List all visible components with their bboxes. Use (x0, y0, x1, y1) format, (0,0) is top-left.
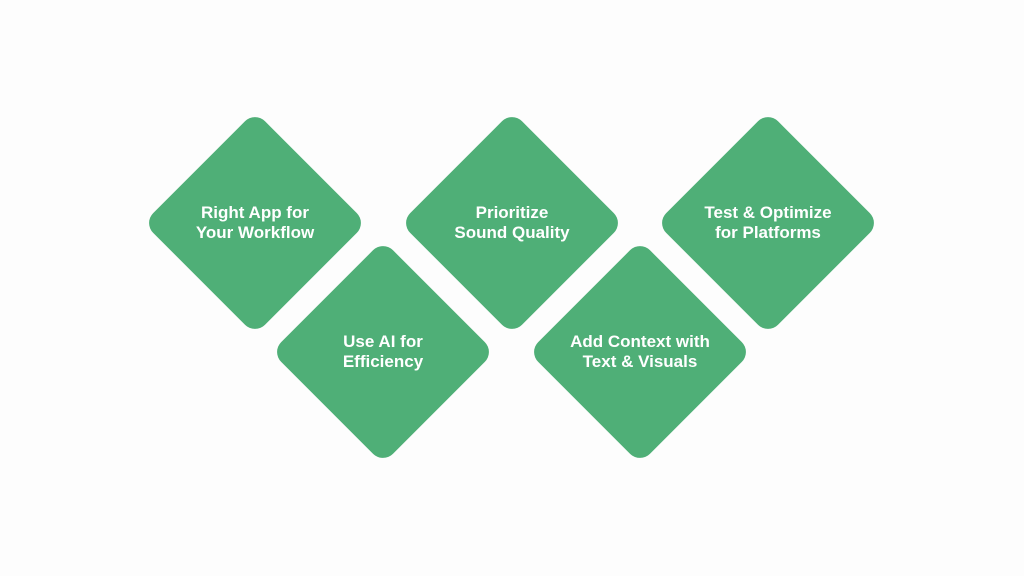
label-line-2: for Platforms (715, 223, 821, 242)
label-line-2: Text & Visuals (582, 352, 698, 371)
diamond-label: Use AI for Efficiency (270, 239, 496, 465)
diamond-prioritize-sound: Prioritize Sound Quality (399, 110, 625, 336)
label-line-1: Add Context with (570, 332, 710, 351)
diamond-add-context: Add Context with Text & Visuals (527, 239, 753, 465)
diamond-label: Right App for Your Workflow (142, 110, 368, 336)
diamond-label: Test & Optimize for Platforms (655, 110, 881, 336)
diamond-label: Prioritize Sound Quality (399, 110, 625, 336)
diamond-right-app: Right App for Your Workflow (142, 110, 368, 336)
label-line-1: Use AI for (343, 332, 423, 351)
label-line-2: Your Workflow (195, 223, 315, 242)
label-line-2: Sound Quality (454, 223, 570, 242)
label-line-1: Prioritize (475, 203, 549, 222)
diamond-test-optimize: Test & Optimize for Platforms (655, 110, 881, 336)
diamond-label: Add Context with Text & Visuals (527, 239, 753, 465)
label-line-1: Test & Optimize (704, 203, 832, 222)
label-line-1: Right App for (201, 203, 309, 222)
diamond-use-ai: Use AI for Efficiency (270, 239, 496, 465)
label-line-2: Efficiency (342, 352, 424, 371)
